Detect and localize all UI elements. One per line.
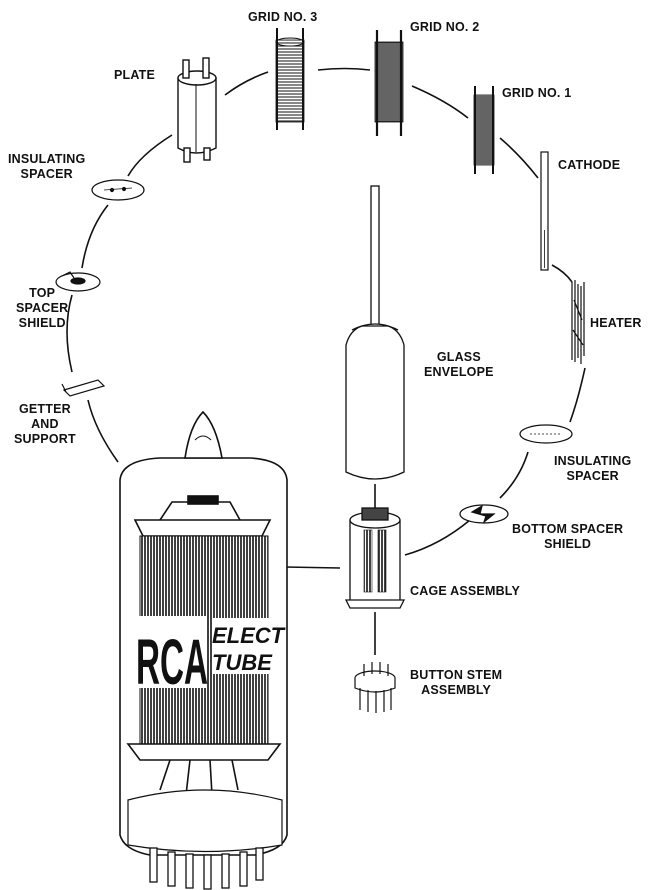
connector-grid3-grid2	[317, 67, 371, 71]
connector-insulating-topshield	[81, 204, 109, 269]
insulating-spacer-right-part	[519, 424, 573, 444]
grid3-part	[275, 28, 305, 130]
tube-tip	[184, 410, 223, 459]
tube-bottom-mica	[126, 743, 282, 761]
tube-brand-line-2: TUBE	[212, 650, 273, 675]
button-stem-part	[354, 662, 396, 713]
cathode-part	[540, 151, 549, 271]
label-bottom-spacer-shield: BOTTOM SPACER SHIELD	[512, 522, 624, 551]
tube-logo-text: RCA	[136, 626, 208, 698]
connector-grid1-cathode	[499, 137, 539, 179]
plate-part	[177, 57, 217, 163]
label-button-stem-assembly: BUTTON STEM ASSEMBLY	[410, 668, 503, 697]
label-grid-no-3: GRID NO. 3	[248, 10, 318, 24]
label-glass-envelope: GLASS ENVELOPE	[424, 350, 494, 379]
connector-cathode-heater	[551, 264, 573, 283]
label-plate: PLATE	[114, 68, 156, 82]
connector-topshield-getter	[66, 294, 73, 373]
tube-pins	[149, 847, 264, 890]
connector-bottomshield-cage	[404, 519, 471, 556]
bottom-spacer-shield-part	[459, 504, 509, 524]
insulating-spacer-top-part	[91, 179, 145, 201]
grid2-part	[374, 30, 404, 136]
label-insulating-spacer-top: INSULATING SPACER	[8, 152, 86, 181]
label-getter-support: GETTER AND SUPPORT	[14, 402, 76, 446]
connector-tube-cage	[284, 566, 341, 569]
heater-part	[571, 280, 585, 364]
label-top-spacer-shield: TOP SPACER SHIELD	[16, 286, 69, 330]
connector-plate-grid3	[224, 71, 269, 96]
label-grid-no-2: GRID NO. 2	[410, 20, 480, 34]
label-heater: HEATER	[590, 316, 642, 330]
connector-spacer-bottomshield	[499, 451, 529, 499]
label-grid-no-1: GRID NO. 1	[502, 86, 572, 100]
connector-plate-insulating	[127, 134, 173, 177]
connector-circle	[66, 67, 586, 655]
tube-brand-logo: RCA ELECT TUBE	[134, 616, 286, 698]
glass-envelope-part	[345, 185, 405, 480]
label-cage-assembly: CAGE ASSEMBLY	[410, 584, 521, 598]
cage-assembly-part	[344, 507, 406, 609]
grid1-part	[473, 86, 495, 174]
connector-heater-spacer	[569, 367, 586, 423]
connector-grid2-grid1	[411, 85, 469, 119]
label-insulating-spacer-bottom: INSULATING SPACER	[554, 454, 632, 483]
tube-base	[127, 789, 283, 853]
connector-getter-tube	[87, 399, 119, 463]
getter-support-part	[61, 379, 106, 397]
tube-brand-line-1: ELECT	[212, 623, 286, 648]
top-spacer-shield-part	[55, 271, 101, 292]
tube-top-mica	[133, 519, 272, 537]
label-cathode: CATHODE	[558, 158, 621, 172]
